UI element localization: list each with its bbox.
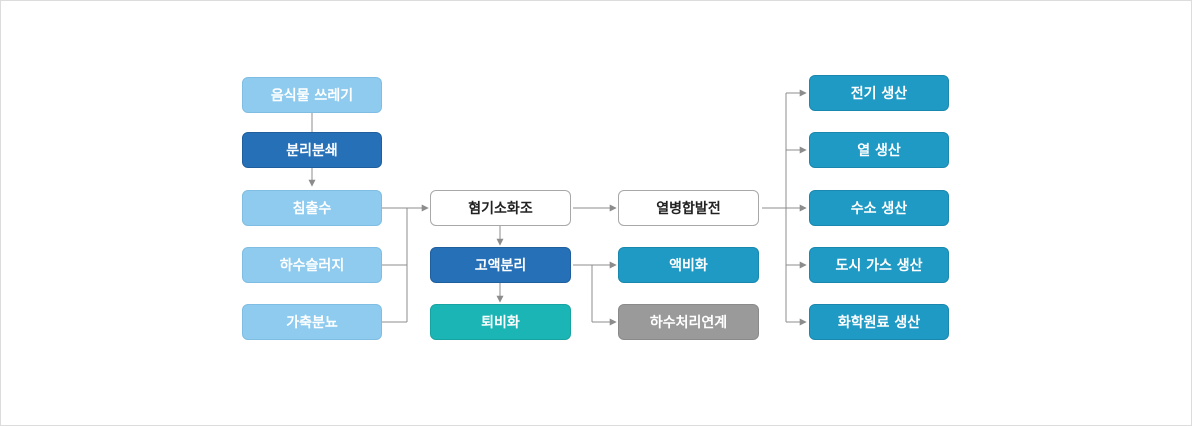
hydrogen-production-box: 수소 생산 xyxy=(809,190,949,226)
leachate-box: 침출수 xyxy=(242,190,382,226)
livestock-manure-box: 가축분뇨 xyxy=(242,304,382,340)
sewage-sludge-box: 하수슬러지 xyxy=(242,247,382,283)
chp-box: 열병합발전 xyxy=(618,190,759,226)
anaerobic-digester-box: 혐기소화조 xyxy=(430,190,571,226)
liquid-fertilizer-box: 액비화 xyxy=(618,247,759,283)
city-gas-production-box: 도시 가스 생산 xyxy=(809,247,949,283)
sewage-treatment-link-box: 하수처리연계 xyxy=(618,304,759,340)
chemical-feedstock-production-box: 화학원료 생산 xyxy=(809,304,949,340)
separation-crushing-box: 분리분쇄 xyxy=(242,132,382,168)
composting-box: 퇴비화 xyxy=(430,304,571,340)
solid-liquid-separation-box: 고액분리 xyxy=(430,247,571,283)
heat-production-box: 열 생산 xyxy=(809,132,949,168)
electricity-production-box: 전기 생산 xyxy=(809,75,949,111)
food-waste-box: 음식물 쓰레기 xyxy=(242,77,382,113)
